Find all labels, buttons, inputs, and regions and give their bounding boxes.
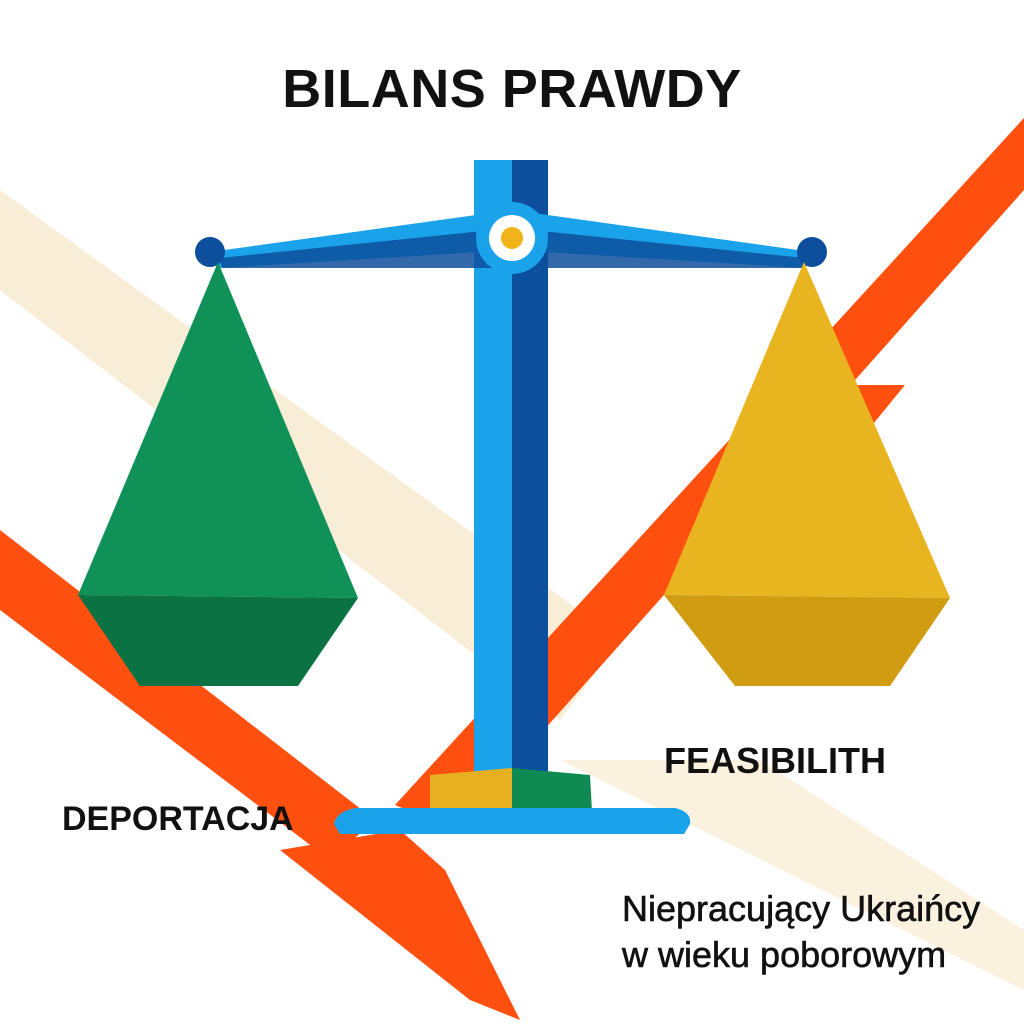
caption-line-1: Niepracujący Ukraińcy (622, 888, 981, 930)
pivot-dot (501, 227, 523, 249)
base-yellow (430, 768, 512, 812)
beam-end-right (797, 237, 827, 267)
page-title: BILANS PRAWDY (282, 59, 742, 119)
beam-end-left (195, 237, 225, 267)
base-green (512, 768, 592, 812)
caption-line-2: w wieku poborowym (622, 934, 947, 976)
scale-base (334, 808, 691, 834)
balance-scale-icon (195, 160, 827, 834)
left-pan (78, 262, 358, 686)
bottom-caption: Niepracujący Ukraińcy w wieku poborowym (622, 886, 981, 978)
left-pan-label: DEPORTACJA (62, 800, 294, 838)
right-pan (664, 262, 950, 686)
right-pan-label: FEASIBILITH (664, 740, 886, 781)
